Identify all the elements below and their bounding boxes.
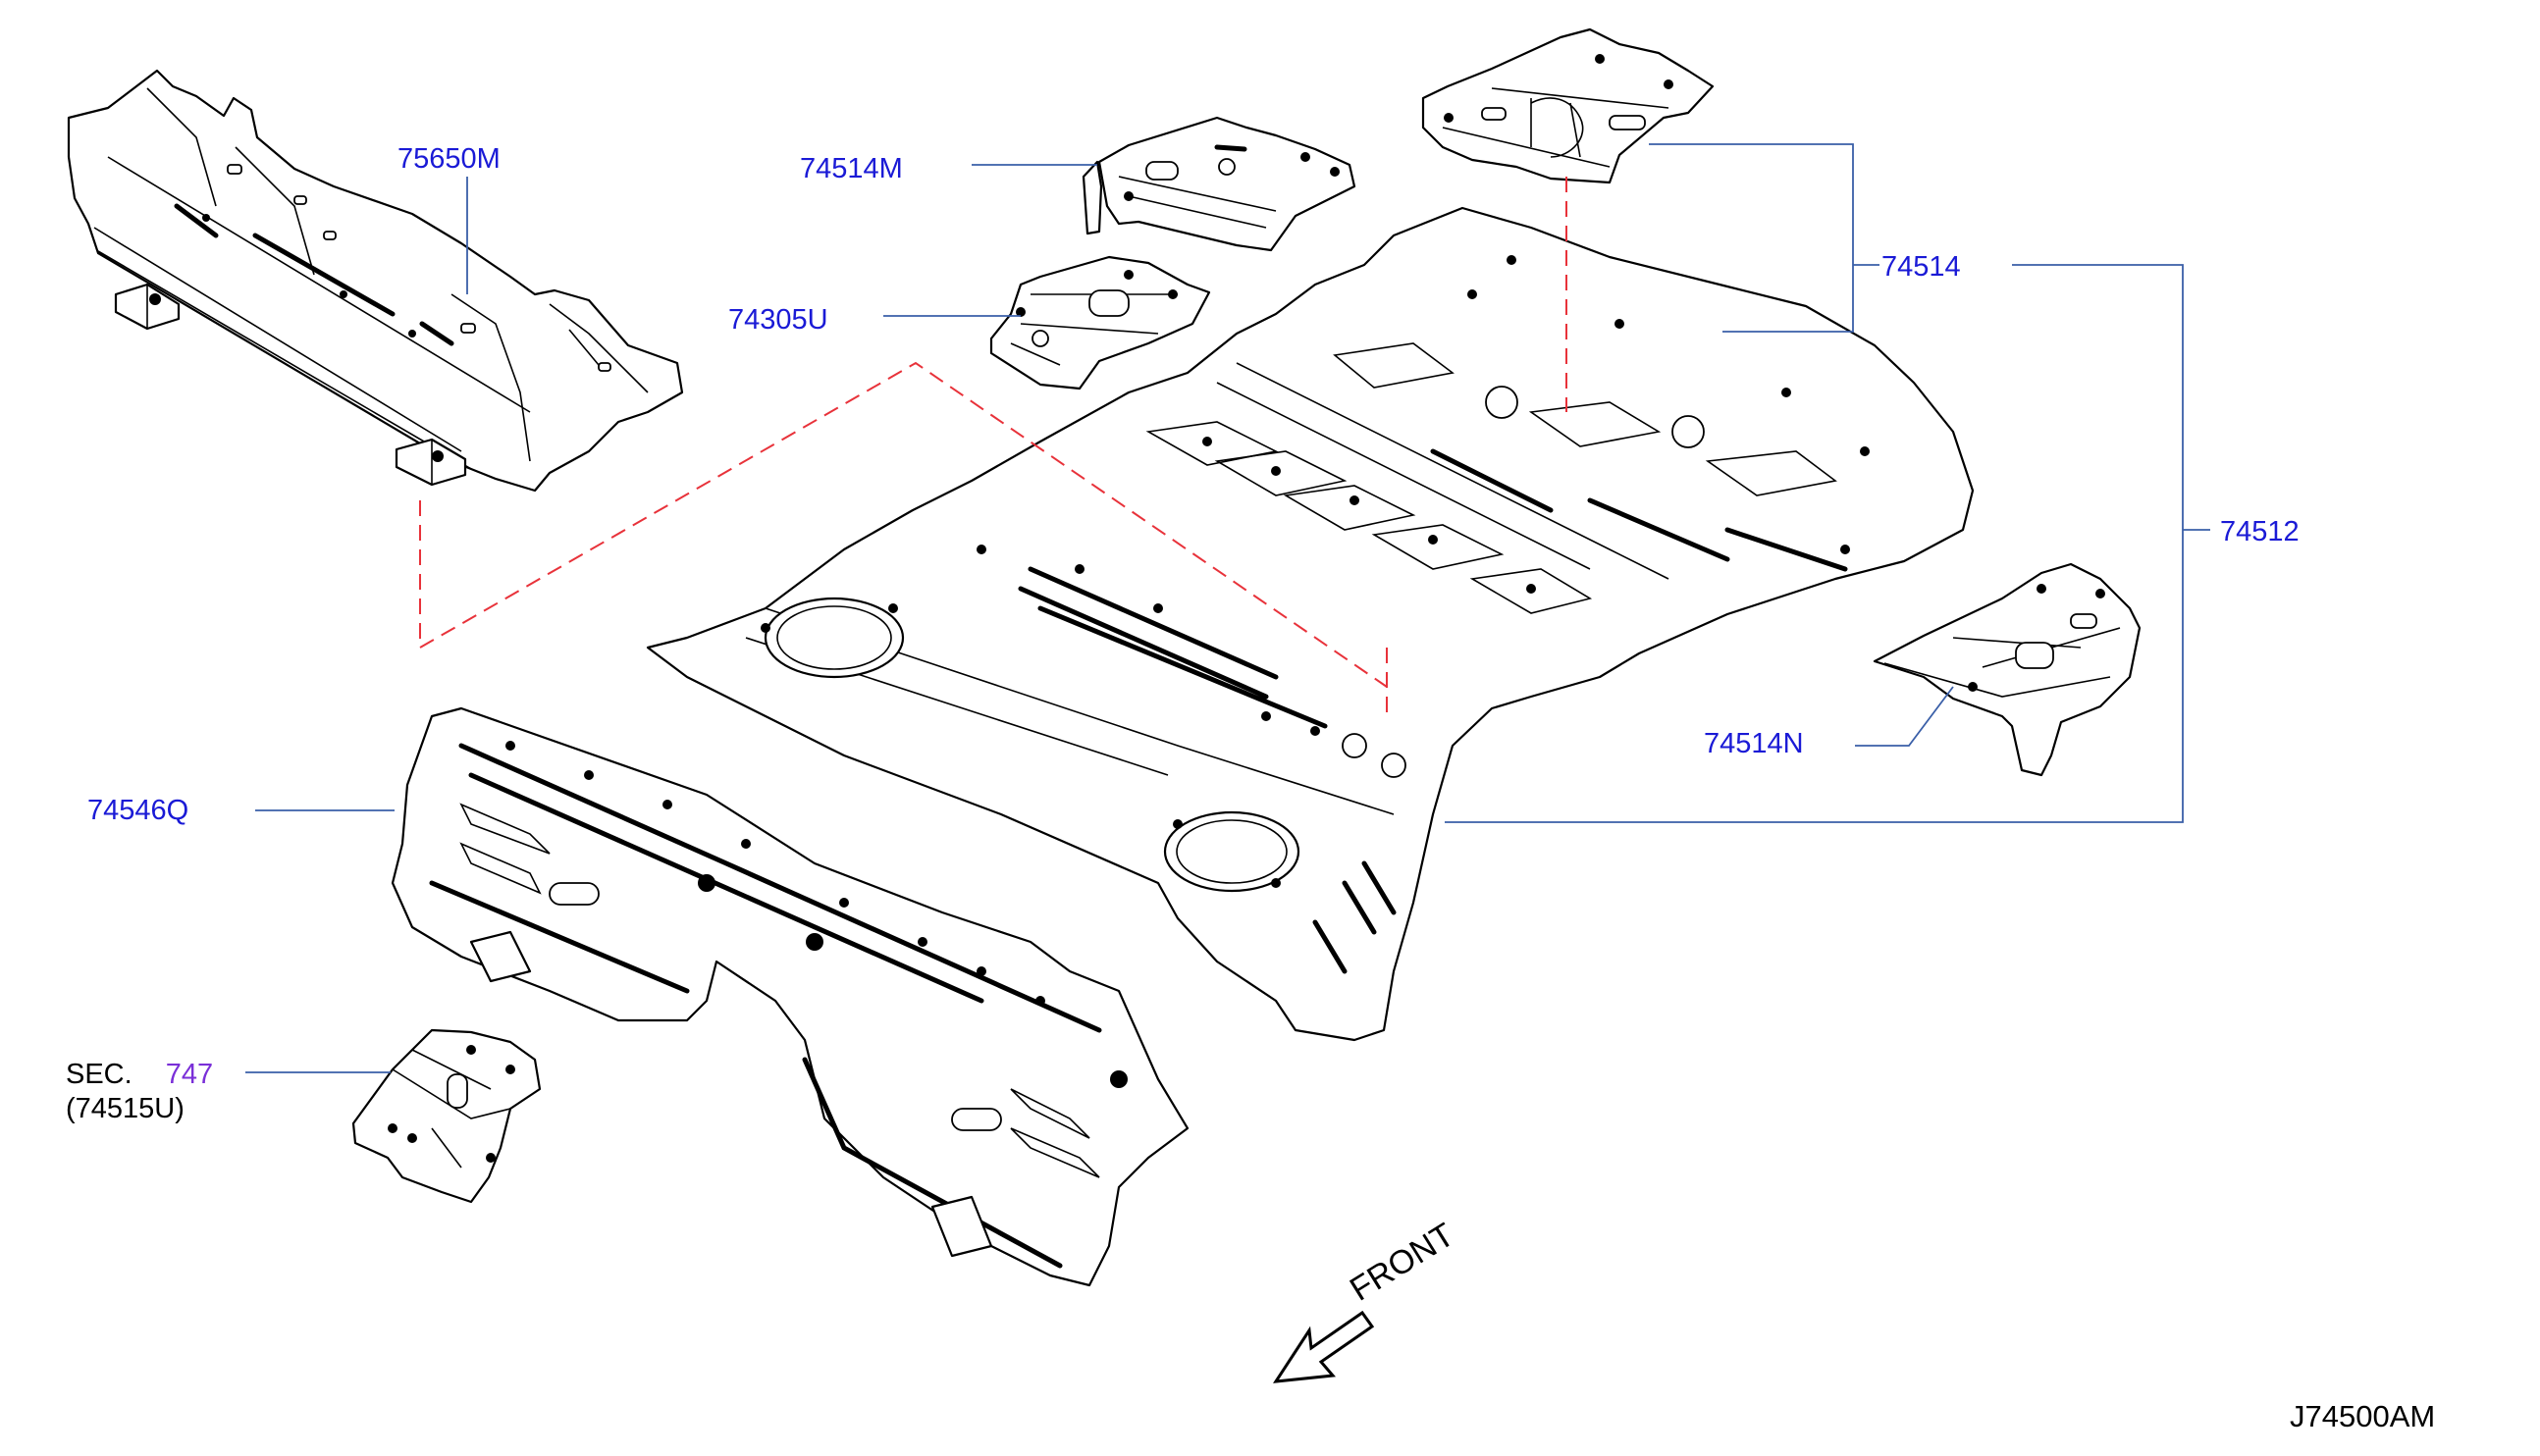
part-74546Q-drawing (391, 706, 1190, 1287)
part-74305U-drawing (989, 255, 1211, 390)
part-74515U-drawing (351, 1028, 542, 1204)
callout-74514[interactable]: 74514 (1881, 251, 1961, 283)
leader-lines (245, 143, 2210, 1073)
part-74514M-drawing (1082, 116, 1356, 252)
part-74512-drawing (646, 206, 1975, 1042)
section-sub-label: (74515U) (66, 1093, 185, 1124)
callout-74305U[interactable]: 74305U (728, 304, 828, 336)
diagram-id: J74500AM (2290, 1399, 2436, 1433)
part-74514-drawing (1421, 27, 1715, 184)
part-74514N-drawing (1873, 562, 2142, 777)
section-prefix: SEC. (66, 1059, 132, 1090)
part-75650M-drawing (67, 69, 684, 493)
section-ref: SEC. 747 (66, 1061, 213, 1089)
callout-74514N[interactable]: 74514N (1704, 728, 1804, 759)
callout-74514M[interactable]: 74514M (800, 153, 903, 184)
callout-75650M[interactable]: 75650M (397, 143, 501, 175)
phantom-lines (419, 177, 1567, 714)
callout-74546Q[interactable]: 74546Q (87, 795, 189, 826)
section-number-link[interactable]: 747 (165, 1059, 214, 1090)
front-direction-arrow-icon (1273, 1310, 1375, 1383)
callout-74512[interactable]: 74512 (2220, 516, 2300, 547)
